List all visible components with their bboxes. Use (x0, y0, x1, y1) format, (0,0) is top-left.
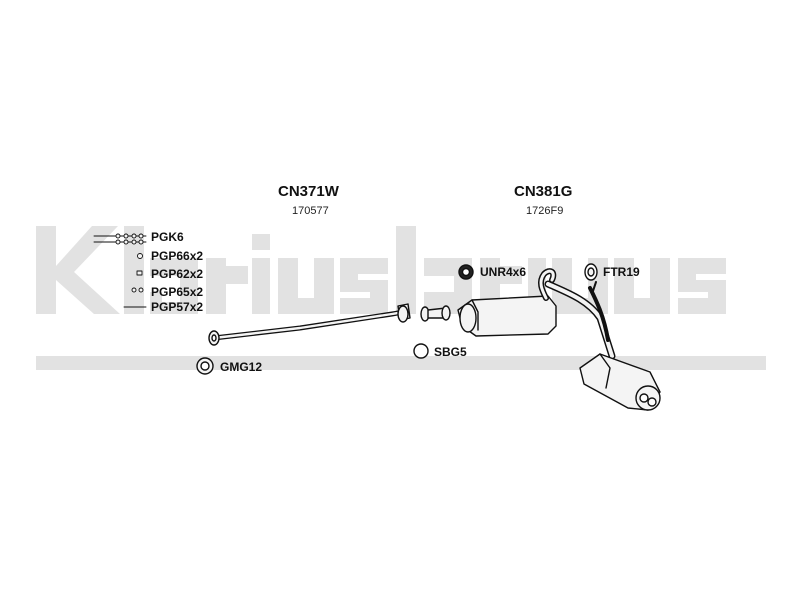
clamp-label: SBG5 (434, 345, 467, 359)
rubber-mount-icon (458, 264, 474, 280)
fittings-icons (93, 233, 147, 308)
gasket-label: GMG12 (220, 360, 263, 374)
gasket-icon (196, 357, 214, 375)
rear-section-ref: 1726F9 (526, 205, 564, 217)
pgp62-icon (136, 270, 143, 276)
rear-section (457, 268, 661, 411)
fitting-label: PGP62x2 (151, 267, 204, 281)
rubber-ring-label: FTR19 (603, 265, 640, 279)
pgp65-icon (131, 287, 144, 293)
fitting-label: PGK6 (151, 230, 184, 244)
clamp-icon (413, 343, 429, 359)
front-pipe-ref: 170577 (292, 205, 329, 217)
pgp66-icon (137, 253, 143, 259)
front-pipe (208, 303, 411, 346)
rear-section-code: CN381G (514, 183, 573, 200)
connector-pipe (420, 305, 451, 322)
pgk6-icon (93, 233, 147, 245)
fitting-label: PGP66x2 (151, 249, 204, 263)
rubber-ring-icon (584, 263, 598, 281)
fitting-label: PGP57x2 (151, 300, 204, 314)
fitting-label: PGP65x2 (151, 285, 204, 299)
front-pipe-code: CN371W (278, 183, 339, 200)
rubber-mount-label: UNR4x6 (480, 265, 527, 279)
